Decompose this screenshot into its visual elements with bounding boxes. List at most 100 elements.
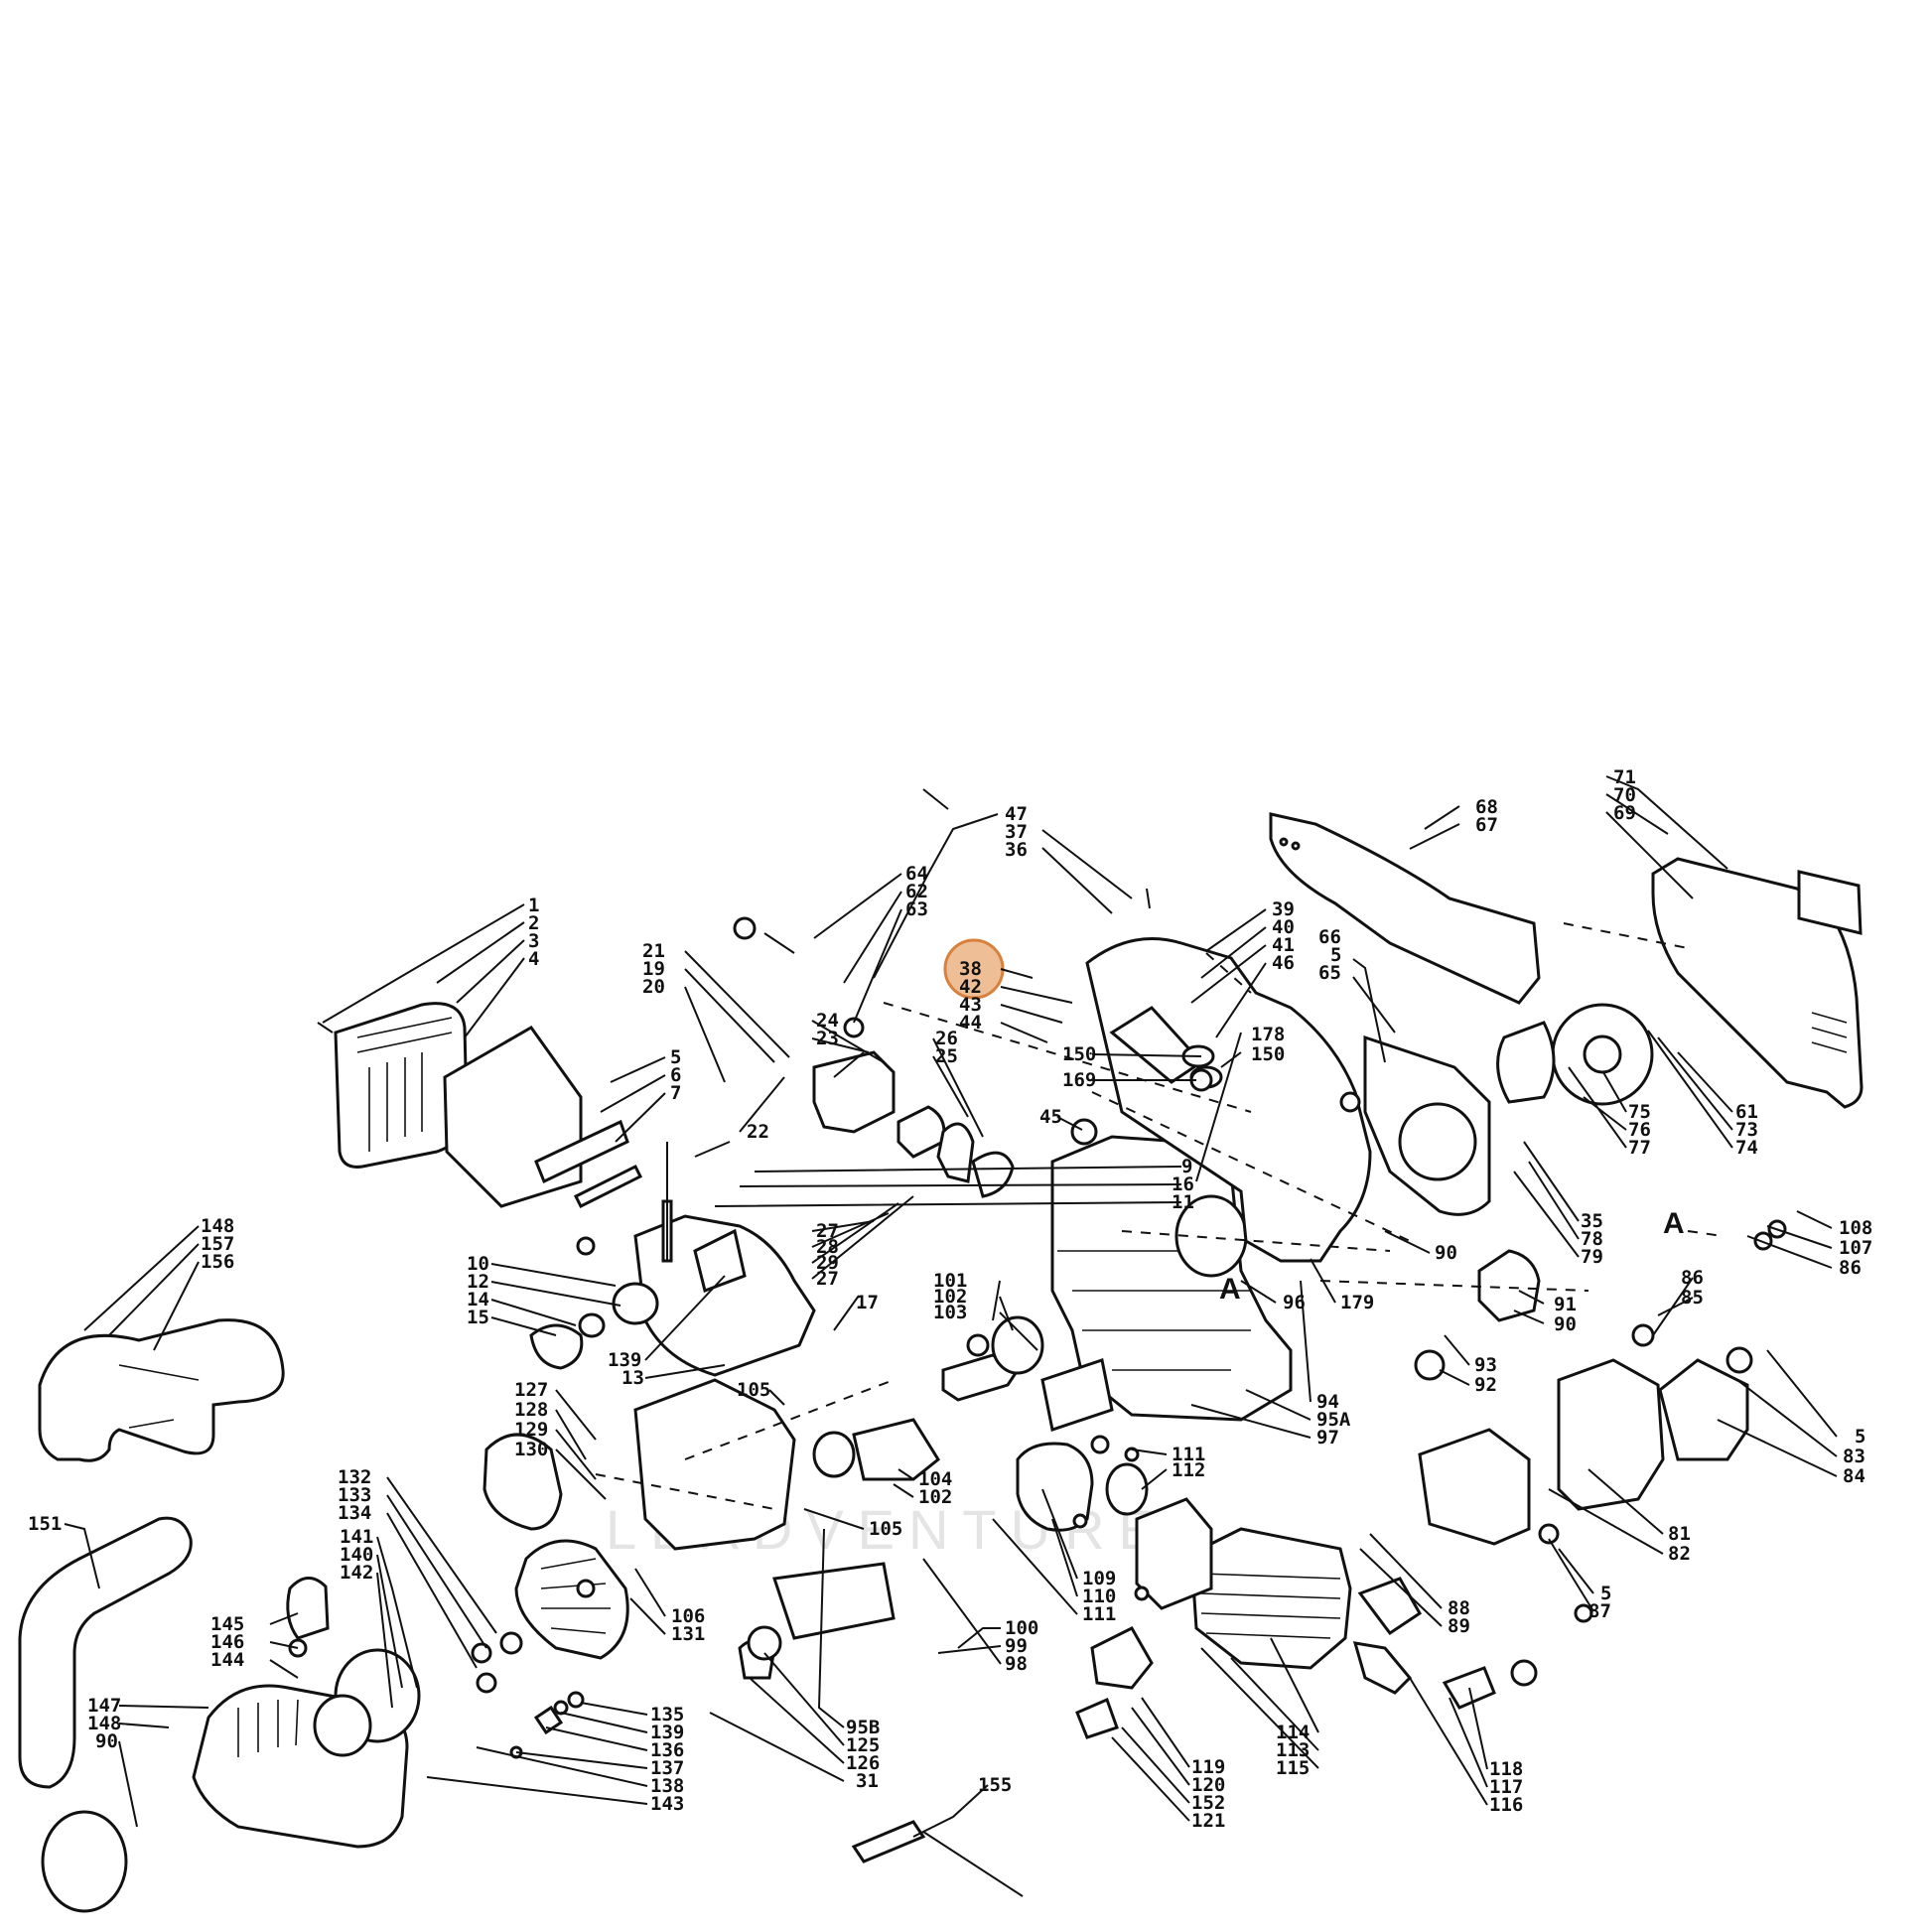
part-label[interactable]: 132 (338, 1466, 371, 1488)
part-label[interactable]: 86 (1839, 1257, 1862, 1279)
part-label[interactable]: 145 (210, 1613, 244, 1635)
part-label[interactable]: 92 (1474, 1374, 1497, 1396)
part-label[interactable]: 115 (1276, 1757, 1310, 1779)
part-label[interactable]: 112 (1172, 1459, 1205, 1481)
part-label[interactable]: 105 (737, 1379, 770, 1401)
part-label[interactable]: 90 (1435, 1242, 1457, 1264)
part-label[interactable]: 157 (201, 1233, 234, 1255)
part-label[interactable]: 116 (1489, 1794, 1523, 1816)
part-label[interactable]: 25 (935, 1045, 958, 1067)
part-label[interactable]: 37 (1005, 821, 1028, 843)
part-label[interactable]: 24 (816, 1010, 839, 1032)
part-label[interactable]: 31 (856, 1770, 879, 1792)
part-label[interactable]: 139 (650, 1722, 684, 1743)
part-label[interactable]: 11 (1172, 1191, 1194, 1213)
part-label[interactable]: 109 (1082, 1568, 1116, 1589)
part-label[interactable]: 102 (918, 1486, 952, 1508)
part-label[interactable]: 148 (201, 1215, 234, 1237)
part-label[interactable]: 113 (1276, 1739, 1310, 1761)
part-label[interactable]: 5 (670, 1046, 681, 1068)
part-label[interactable]: 14 (467, 1289, 489, 1311)
part-label[interactable]: 147 (87, 1695, 121, 1717)
part-label[interactable]: 73 (1735, 1119, 1758, 1141)
part-label[interactable]: 126 (846, 1752, 880, 1774)
part-label[interactable]: 138 (650, 1775, 684, 1797)
part-label[interactable]: 106 (671, 1605, 705, 1627)
part-label[interactable]: 79 (1581, 1246, 1603, 1268)
part-label[interactable]: 17 (856, 1292, 879, 1313)
part-label[interactable]: 128 (514, 1399, 548, 1421)
part-label[interactable]: 121 (1191, 1810, 1225, 1832)
part-label[interactable]: 148 (87, 1713, 121, 1734)
part-label[interactable]: 102 (933, 1286, 967, 1308)
part-label[interactable]: 81 (1668, 1523, 1691, 1545)
part-label[interactable]: 95B (846, 1717, 880, 1738)
part-label[interactable]: 178 (1251, 1024, 1285, 1045)
part-label[interactable]: 139 (608, 1349, 641, 1371)
part-label[interactable]: 108 (1839, 1217, 1872, 1239)
part-label[interactable]: 150 (1062, 1043, 1096, 1065)
part-label[interactable]: 100 (1005, 1617, 1038, 1639)
part-label[interactable]: 66 (1318, 926, 1341, 948)
part-label[interactable]: 142 (340, 1562, 373, 1584)
part-label[interactable]: 21 (642, 940, 665, 962)
part-label[interactable]: 119 (1191, 1756, 1225, 1778)
part-label[interactable]: 15 (467, 1307, 489, 1328)
part-label[interactable]: 64 (905, 863, 928, 885)
part-label[interactable]: 133 (338, 1484, 371, 1506)
part-label[interactable]: 84 (1843, 1465, 1865, 1487)
part-label[interactable]: 88 (1448, 1597, 1470, 1619)
part-label[interactable]: 1 (528, 895, 539, 916)
part-label[interactable]: 111 (1082, 1603, 1116, 1625)
part-label[interactable]: 137 (650, 1757, 684, 1779)
part-label[interactable]: 140 (340, 1544, 373, 1566)
part-label[interactable]: 110 (1082, 1586, 1116, 1607)
part-label[interactable]: 120 (1191, 1774, 1225, 1796)
part-label[interactable]: 155 (978, 1774, 1012, 1796)
part-label[interactable]: 94 (1316, 1391, 1339, 1413)
part-label[interactable]: 71 (1613, 766, 1636, 788)
part-label[interactable]: 129 (514, 1419, 548, 1441)
part-label[interactable]: 78 (1581, 1228, 1603, 1250)
part-label[interactable]: 136 (650, 1739, 684, 1761)
part-label[interactable]: 95A (1316, 1409, 1351, 1431)
part-label[interactable]: 42 (959, 976, 982, 998)
part-label[interactable]: 7 (670, 1082, 681, 1104)
part-label[interactable]: 23 (816, 1028, 839, 1049)
part-label[interactable]: 144 (210, 1649, 244, 1671)
part-label[interactable]: 152 (1191, 1792, 1225, 1814)
part-label[interactable]: 41 (1272, 934, 1295, 956)
part-label[interactable]: 93 (1474, 1354, 1497, 1376)
part-label[interactable]: 118 (1489, 1758, 1523, 1780)
part-label[interactable]: 103 (933, 1302, 967, 1323)
part-label[interactable]: 169 (1062, 1069, 1096, 1091)
part-label[interactable]: 156 (201, 1251, 234, 1273)
part-label[interactable]: 47 (1005, 803, 1028, 825)
part-label[interactable]: 146 (210, 1631, 244, 1653)
part-label[interactable]: 114 (1276, 1722, 1310, 1743)
part-label[interactable]: 43 (959, 994, 982, 1016)
part-label[interactable]: 90 (95, 1730, 118, 1752)
part-label[interactable]: 5 (1600, 1583, 1611, 1604)
part-label[interactable]: 143 (650, 1793, 684, 1815)
part-label[interactable]: 97 (1316, 1427, 1339, 1449)
part-label[interactable]: 3 (528, 930, 539, 952)
part-label[interactable]: 40 (1272, 916, 1295, 938)
part-label[interactable]: 151 (28, 1513, 62, 1535)
part-label[interactable]: 2 (528, 912, 539, 934)
part-label[interactable]: 19 (642, 958, 665, 980)
part-label[interactable]: 44 (959, 1012, 982, 1034)
part-label[interactable]: 107 (1839, 1237, 1872, 1259)
part-label[interactable]: 135 (650, 1704, 684, 1725)
part-label[interactable]: 29 (816, 1252, 839, 1274)
part-label[interactable]: 13 (621, 1367, 644, 1389)
part-label[interactable]: 75 (1628, 1101, 1651, 1123)
part-label[interactable]: 62 (905, 881, 928, 902)
part-label[interactable]: 179 (1340, 1292, 1374, 1313)
part-label[interactable]: 117 (1489, 1776, 1523, 1798)
part-label[interactable]: 9 (1181, 1156, 1192, 1177)
part-label[interactable]: 141 (340, 1526, 373, 1548)
part-label[interactable]: 10 (467, 1253, 489, 1275)
part-label[interactable]: 83 (1843, 1446, 1865, 1467)
part-label[interactable]: 70 (1613, 784, 1636, 806)
